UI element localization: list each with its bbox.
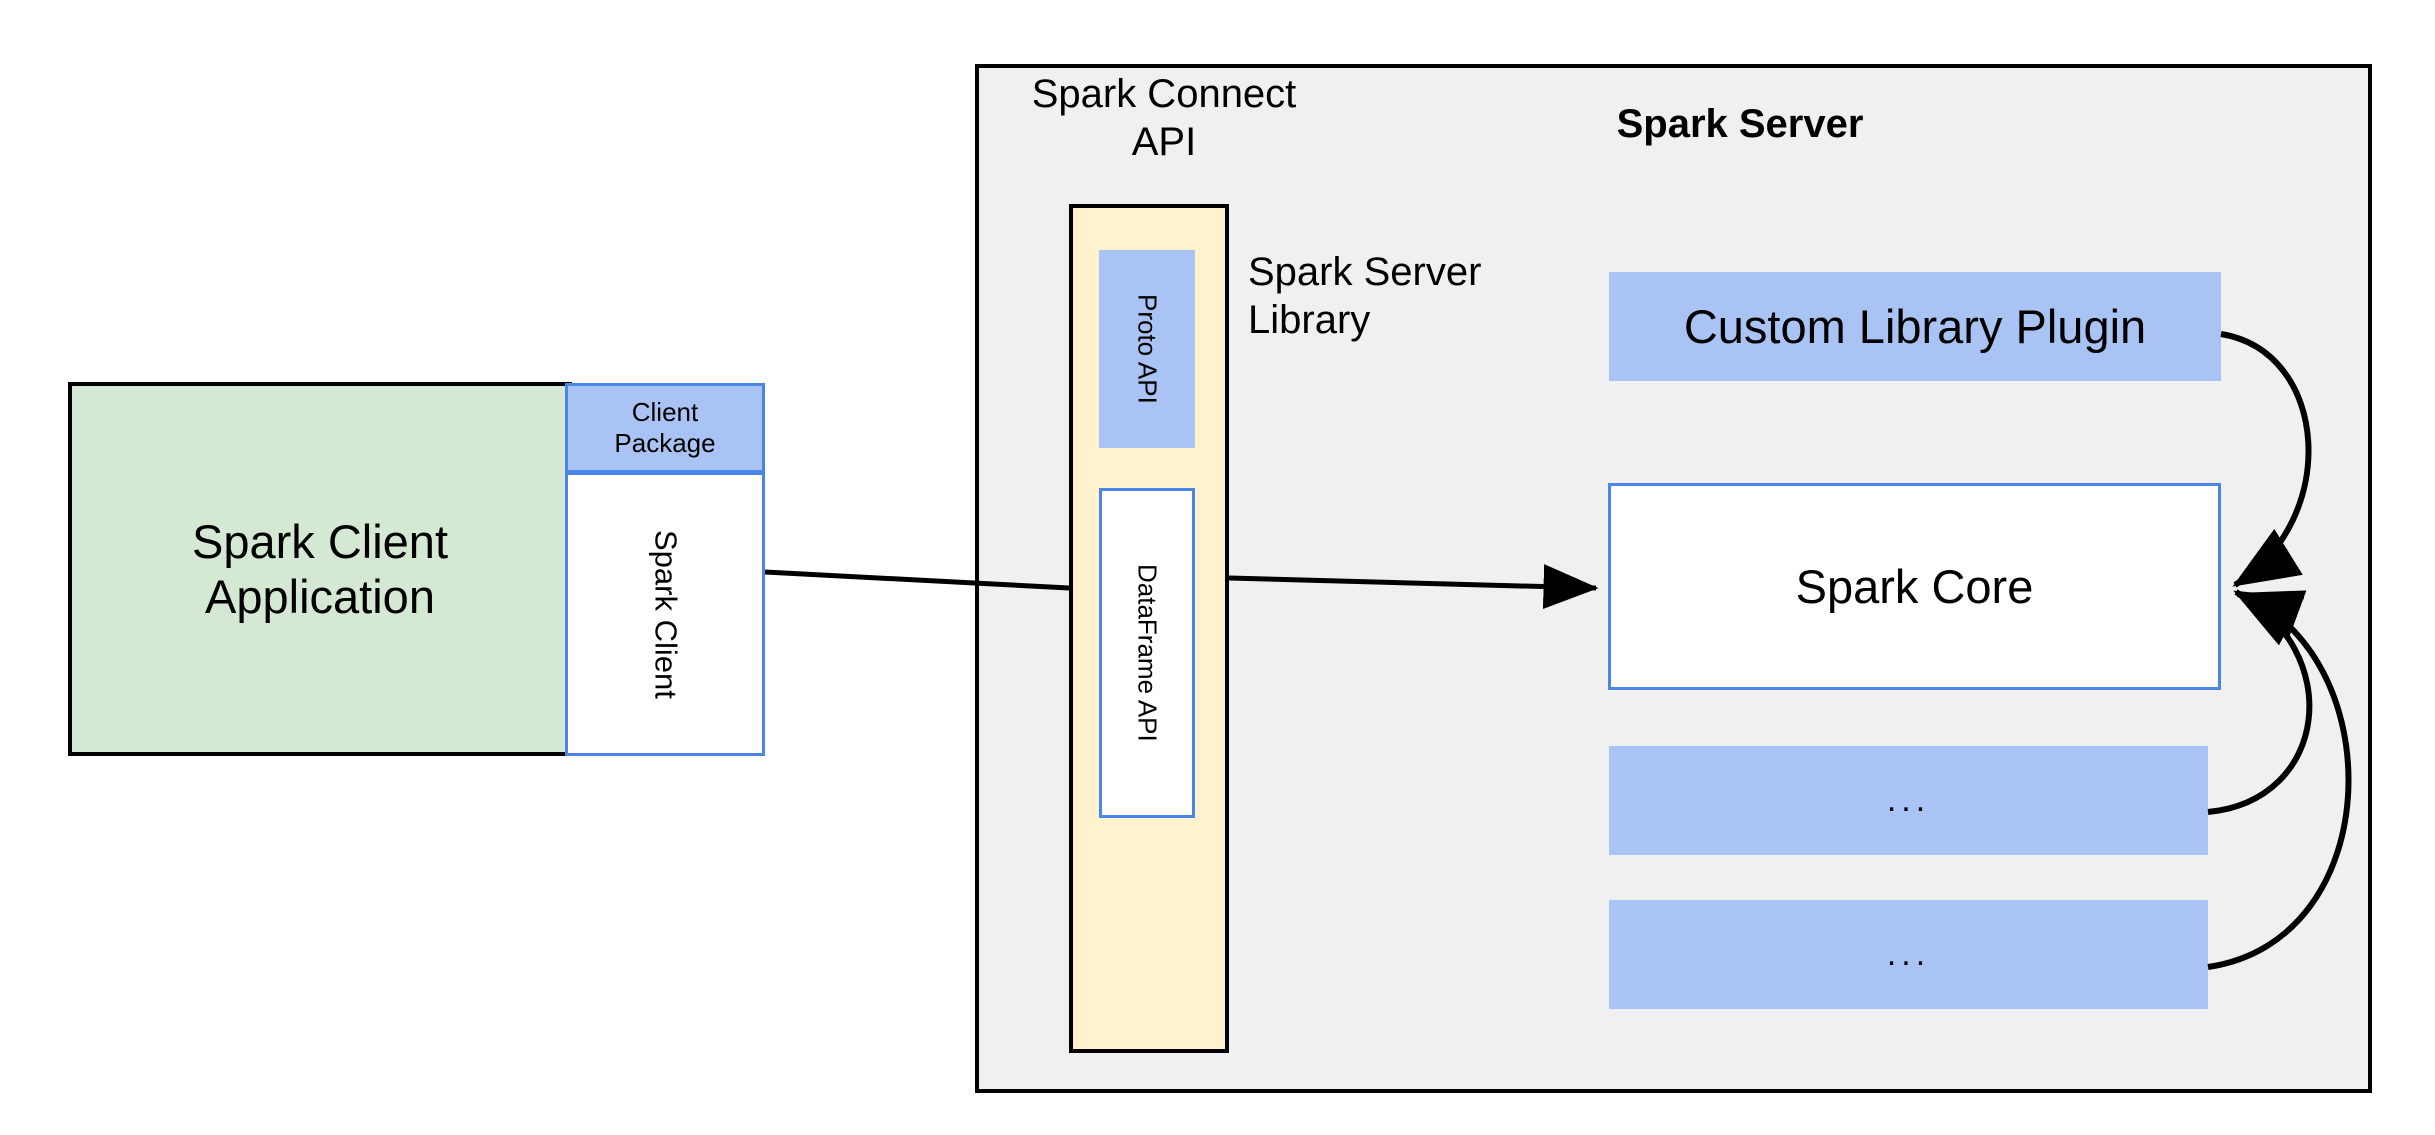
spark-server-library-label: Spark Server Library <box>1248 250 1482 342</box>
proto-api-label: Proto API <box>1132 294 1163 404</box>
proto-api-box[interactable]: Proto API <box>1099 250 1195 448</box>
module-custom-library-plugin[interactable]: Custom Library Plugin <box>1609 272 2221 381</box>
spark-client-box[interactable]: Spark Client <box>565 472 765 756</box>
module-ellipsis-1[interactable]: ... <box>1609 746 2208 855</box>
dataframe-api-label: DataFrame API <box>1132 564 1163 742</box>
spark-connect-api-label: Spark Connect API <box>1031 72 1297 164</box>
module-ellipsis-2[interactable]: ... <box>1609 900 2208 1009</box>
spark-server-title: Spark Server <box>1616 102 1864 146</box>
dataframe-api-box[interactable]: DataFrame API <box>1099 488 1195 818</box>
spark-client-application-box[interactable]: Spark Client Application <box>68 382 572 756</box>
module-spark-core[interactable]: Spark Core <box>1608 483 2221 690</box>
spark-client-label: Spark Client <box>648 529 684 699</box>
client-package-box[interactable]: Client Package <box>565 383 765 473</box>
